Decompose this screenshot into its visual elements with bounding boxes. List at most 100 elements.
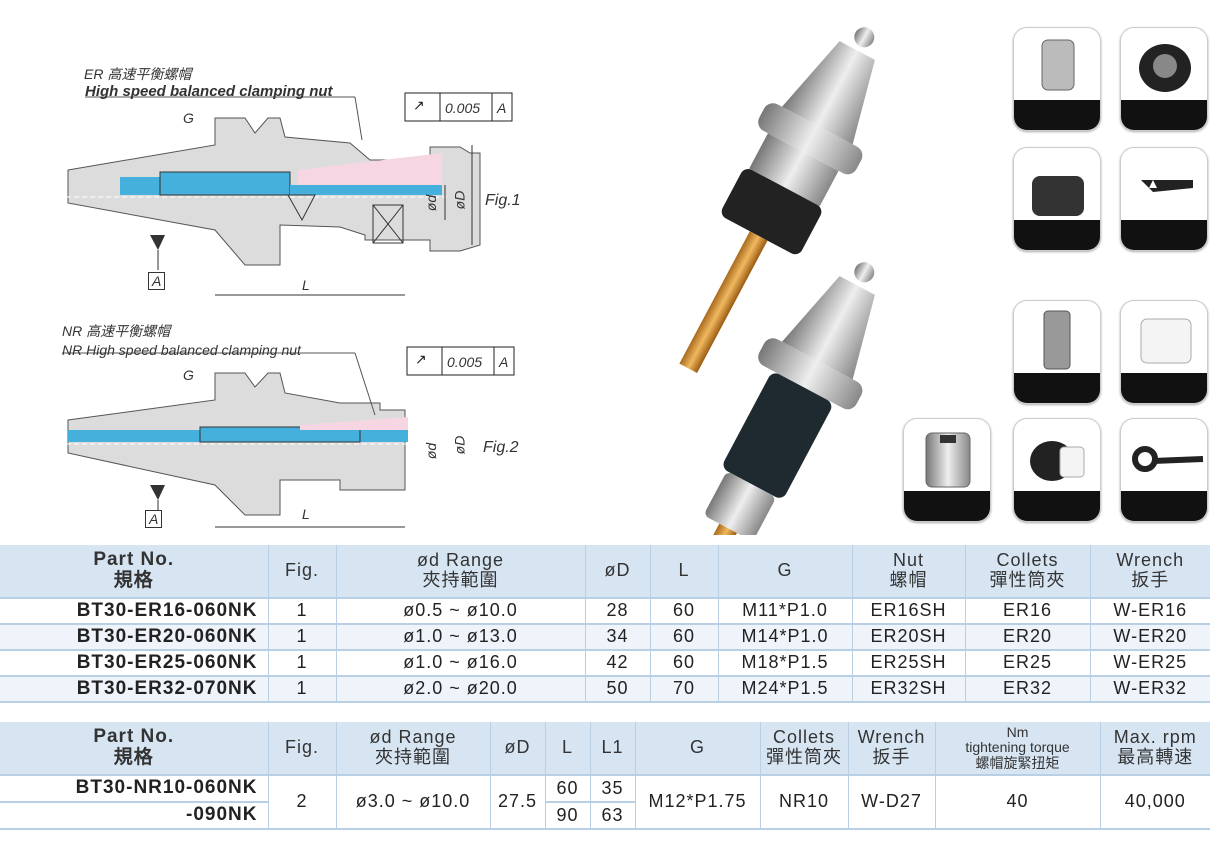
fig1-D-label: øD [451,190,468,210]
cell-nut: ER32SH [851,676,965,702]
cell-wrench: W-ER16 [1089,598,1210,624]
fig2-D-label: øD [451,435,468,455]
torque: 40 [934,775,1100,829]
fig2-datum: A [499,354,509,370]
header-fig: Fig. [267,722,336,775]
fig2-title-cn: NR 高速平衡螺帽 [62,323,171,339]
cell-range: ø2.0 ~ ø20.0 [335,676,585,702]
wrench: W-D27 [847,775,935,829]
fig1-title-cn: ER 高速平衡螺帽 [84,66,192,82]
cell-L: 60 [649,598,718,624]
header-part-no: Part No.規格 [0,545,268,598]
fig2-l-label: L [302,506,310,522]
length: 60 [544,775,590,802]
cell-collets: ER25 [964,650,1090,676]
diameter: 27.5 [489,775,545,829]
length: 90 [544,802,590,829]
cell-part: BT30-ER16-060NK [76,599,258,621]
header-G: G [717,545,852,598]
wrench-icon [1120,147,1208,251]
figure-1-diagram: ER 高速平衡螺帽 High speed balanced clamping n… [40,55,540,305]
cell-wrench: W-ER25 [1089,650,1210,676]
collets: NR10 [759,775,848,829]
cell-G: M14*P1.0 [717,624,852,650]
cell-nut: ER20SH [851,624,965,650]
accessory-nut-sleeve [903,418,991,522]
cell-nut: ER16SH [851,598,965,624]
cell-G: M24*P1.5 [717,676,852,702]
cell-D: 34 [584,624,650,650]
header-G: G [634,722,760,775]
hook-wrench-icon [1120,418,1208,522]
runout-arrow-icon: ↗ [415,351,427,367]
accessory-clamping-nut [1120,27,1208,131]
fig1-datum-box: A [148,272,166,290]
cell-range: ø1.0 ~ ø16.0 [335,650,585,676]
cell-collets: ER32 [964,676,1090,702]
cell-fig: 1 [267,676,336,702]
cell-G: M11*P1.0 [717,598,852,624]
fig1-d-label: ød [423,194,440,212]
fig2-datum-box: A [145,510,163,528]
accessory-er-collet [1013,27,1101,131]
fig1-datum: A [497,100,507,116]
runout-arrow-icon: ↗ [413,97,425,113]
cell-wrench: W-ER32 [1089,676,1210,702]
fig1-label: Fig.1 [485,192,521,209]
accessory-nut-cap [1120,300,1208,404]
cell-range: ø1.0 ~ ø13.0 [335,624,585,650]
fig2-title-en: NR High speed balanced clamping nut [62,342,301,358]
fig1-g-label: G [183,110,194,126]
cell-collets: ER16 [964,598,1090,624]
header-L: L [649,545,718,598]
accessory-collet-nut [1013,147,1101,251]
holder-cross-section-2 [58,346,515,528]
cell-wrench: W-ER20 [1089,624,1210,650]
cell-part: BT30-ER20-060NK [76,625,258,647]
nr-holder-photo [672,262,875,535]
cell-L: 60 [649,650,718,676]
cell-range: ø0.5 ~ ø10.0 [335,598,585,624]
max-rpm: 40,000 [1099,775,1210,829]
fig1-l-label: L [302,277,310,293]
cell-G: M18*P1.5 [717,650,852,676]
length-l1: 63 [589,802,635,829]
product-photos [672,27,875,535]
table-row: BT30-NR10-060NK 2 ø3.0 ~ ø10.0 27.5 60 3… [0,775,1210,829]
thread: M12*P1.75 [634,775,760,829]
fig2-tolerance: 0.005 [447,354,483,370]
fig1-tolerance: 0.005 [445,100,481,116]
fig: 2 [267,775,336,829]
header-L: L [544,722,590,775]
cell-collets: ER20 [964,624,1090,650]
cell-D: 28 [584,598,650,624]
part-no: -090NK [186,804,258,826]
accessory-nr-collet [1013,300,1101,404]
cell-part: BT30-ER25-060NK [76,651,258,673]
cell-fig: 1 [267,598,336,624]
header-part-no: Part No.規格 [0,722,268,775]
header-L1: L1 [589,722,635,775]
cell-fig: 1 [267,650,336,676]
part-no: BT30-NR10-060NK [75,777,258,799]
fig2-d-label: ød [423,442,440,460]
holder-cross-section-1 [58,92,513,296]
cell-D: 42 [584,650,650,676]
figure-2-diagram: NR 高速平衡螺帽 NR High speed balanced clampin… [40,315,540,540]
accessory-nut [1013,418,1101,522]
